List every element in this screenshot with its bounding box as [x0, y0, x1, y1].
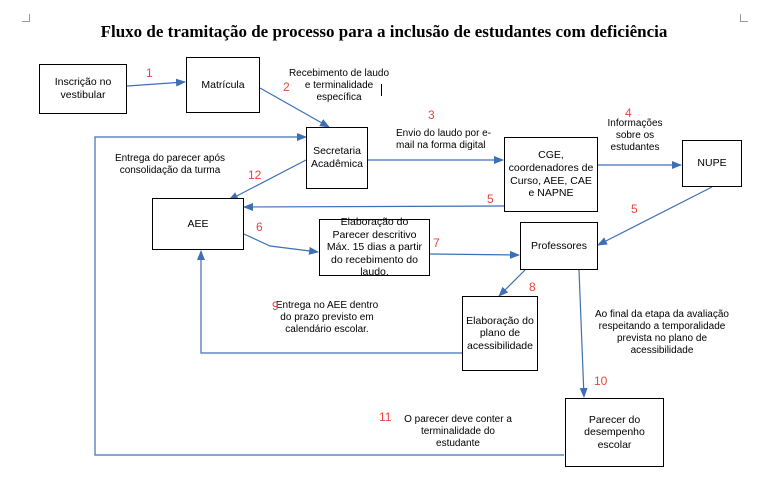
- step-number-6: 6: [256, 220, 263, 234]
- nupe-box: NUPE: [682, 140, 742, 187]
- step-number-11: 11: [379, 410, 392, 424]
- step-number-1: 1: [146, 66, 153, 80]
- step-number-10: 10: [594, 374, 608, 388]
- arrow-8: [498, 269, 526, 297]
- parecer-desempenho-box: Parecer do desempenho escolar: [565, 398, 664, 467]
- label-terminalidade: O parecer deve conter a terminalidade do…: [404, 414, 512, 449]
- label-envio: Envio do laudo por e-mail na forma digit…: [396, 128, 492, 151]
- arrow-5a: [243, 202, 505, 211]
- diagram-title: Fluxo de tramitação de processo para a i…: [100, 22, 668, 41]
- step-number-12: 12: [248, 168, 262, 182]
- step-number-2: 2: [283, 80, 290, 94]
- step-number-4: 4: [625, 106, 632, 120]
- step-number-8: 8: [529, 280, 536, 294]
- label-recebimento: Recebimento de laudo e terminalidade esp…: [288, 68, 390, 103]
- arrow-5b: [597, 186, 713, 246]
- arrow-11: [94, 133, 564, 456]
- arrow-9: [197, 250, 462, 354]
- arrow-6: [243, 233, 319, 255]
- cge-box: CGE, coordenadores de Curso, AEE, CAE e …: [504, 137, 598, 212]
- plano-acessibilidade-box: Elaboração do plano de acessibilidade: [462, 296, 538, 371]
- label-entrega-parecer: Entrega do parecer após consolidação da …: [114, 153, 226, 176]
- page-corner-mark: [22, 14, 30, 22]
- arrow-12: [228, 159, 307, 201]
- inscricao-box: Inscrição no vestibular: [39, 64, 127, 114]
- label-final-etapa: Ao final da etapa da avaliação respeitan…: [595, 309, 729, 356]
- elaboracao-parecer-box: Elaboração do Parecer descritivo Máx. 15…: [319, 216, 430, 278]
- arrow-10: [578, 269, 588, 398]
- arrow-1: [126, 78, 186, 87]
- step-number-5a: 5: [487, 192, 494, 206]
- step-number-9: 9: [272, 299, 279, 313]
- arrow-2: [259, 87, 330, 128]
- professores-box: Professores: [520, 222, 598, 270]
- step-number-3: 3: [428, 108, 435, 122]
- label-entrega-aee: Entrega no AEE dentro do prazo previsto …: [275, 300, 379, 335]
- step-number-5b: 5: [631, 202, 638, 216]
- label-informacoes: Informações sobre os estudantes: [607, 118, 663, 153]
- aee-box: AEE: [152, 198, 244, 250]
- text-cursor: [381, 84, 382, 96]
- secretaria-box: Secretaria Acadêmica: [306, 127, 368, 189]
- matricula-box: Matrícula: [186, 57, 260, 113]
- arrow-7: [429, 250, 520, 259]
- step-number-7: 7: [433, 236, 440, 250]
- page-corner-mark: [740, 14, 748, 22]
